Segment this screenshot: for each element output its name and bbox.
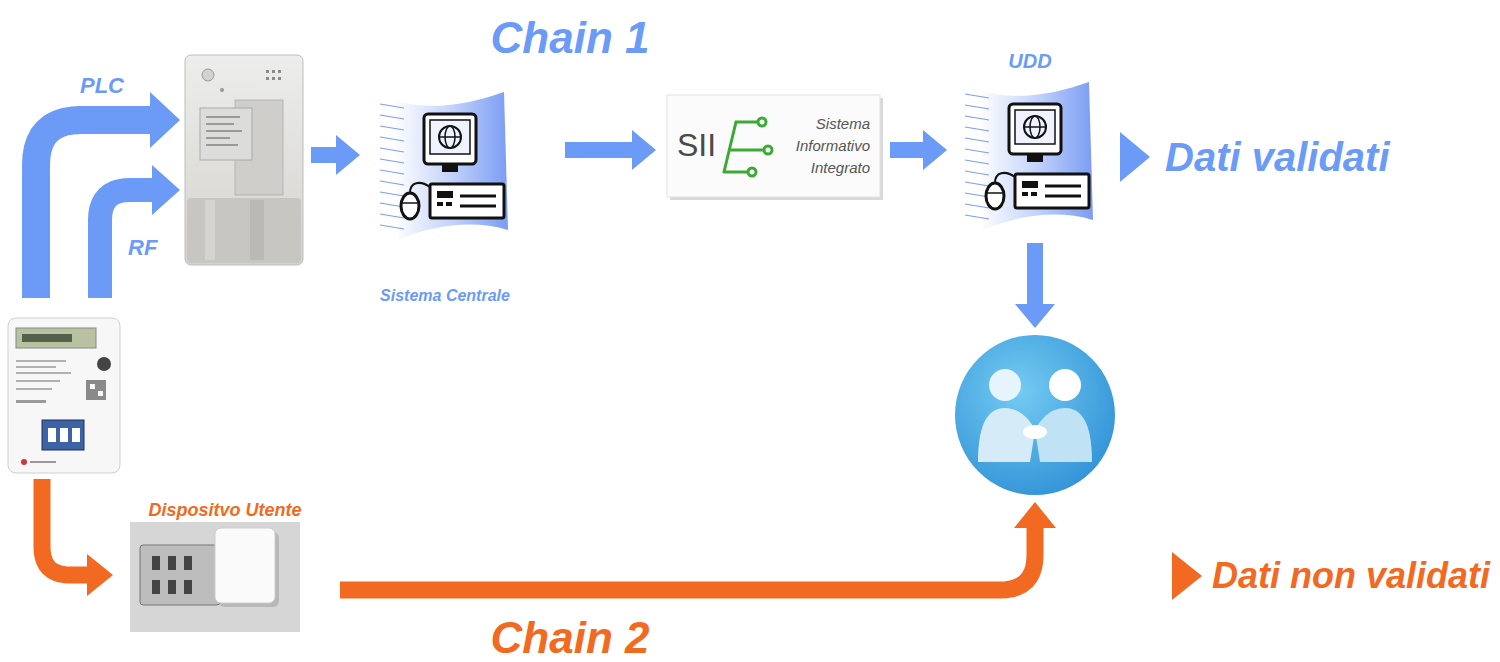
socket-hole — [152, 556, 160, 570]
meter-print — [16, 380, 60, 382]
socket-hole — [184, 580, 192, 594]
meter-button — [97, 357, 111, 371]
handshake-circle — [955, 335, 1115, 495]
socket-plate — [140, 545, 220, 605]
flow-arrow — [311, 147, 337, 163]
node-label: Sistema Centrale — [380, 286, 510, 305]
plate-print — [206, 123, 234, 125]
person-head — [989, 369, 1021, 401]
chain-title: Chain 2 — [491, 616, 650, 660]
connector-group — [36, 120, 1035, 590]
plate-print — [206, 130, 242, 132]
wall — [130, 522, 300, 632]
meter-body — [8, 318, 120, 473]
concentrator-dot — [220, 88, 224, 92]
edge-label: PLC — [80, 74, 124, 98]
udd-system: UDD — [950, 50, 1110, 235]
handshake-picture — [955, 335, 1115, 495]
udd-computer-icon — [965, 82, 1093, 230]
concentrator-bottom — [187, 198, 301, 263]
plug-device — [215, 528, 275, 603]
logo-circuit — [724, 122, 764, 172]
flow-arrow — [565, 142, 633, 158]
socket-slot — [72, 428, 80, 442]
smart-meter — [8, 318, 120, 473]
logo-name: Sistema Informativo Integrato — [796, 113, 870, 178]
concentrator-led — [202, 69, 214, 81]
concentrator-plate — [200, 108, 252, 160]
flow-arrow — [42, 479, 88, 575]
concentrator-vent — [266, 70, 269, 73]
node-label: Dispositvo Utente — [148, 500, 301, 521]
concentrator-vent — [272, 77, 275, 80]
display-segment — [22, 334, 72, 342]
socket-hole — [168, 580, 176, 594]
node-label: UDD — [1008, 50, 1051, 73]
user-device: Dispositvo Utente — [120, 500, 330, 635]
meter-display — [16, 328, 96, 348]
socket-hole — [152, 580, 160, 594]
flow-arrow — [890, 142, 924, 158]
protocol-label: PLC — [80, 74, 124, 98]
flow-arrow — [1027, 243, 1043, 305]
plate-print — [206, 116, 240, 118]
shaking-hands — [1023, 425, 1047, 439]
logo-node — [758, 118, 766, 126]
brand-mark — [30, 461, 56, 463]
edge-label: RF — [128, 236, 157, 260]
sii-logo — [667, 95, 883, 200]
meter-print — [16, 400, 46, 403]
central-computer-icon — [380, 92, 508, 240]
logo-node — [748, 168, 756, 176]
meter-print — [16, 388, 52, 390]
chain-title: Chain 1 — [491, 16, 650, 60]
socket-slot — [60, 428, 68, 442]
chain-title: Chain 1 — [491, 16, 650, 60]
flow-arrow — [340, 527, 1035, 590]
concentrator-band — [205, 200, 215, 260]
meter-print — [16, 366, 56, 368]
concentrator-band — [250, 200, 264, 260]
logo-acronym: SII — [677, 128, 716, 163]
output-label: Dati validati — [1165, 137, 1390, 177]
person-head — [1049, 369, 1081, 401]
output-triangle — [1120, 132, 1150, 182]
chain-title: Chain 2 — [491, 616, 650, 660]
plate-print — [206, 144, 238, 146]
output-label: Dati non validati — [1212, 558, 1490, 594]
meter-qr — [86, 380, 106, 400]
concentrator-vent — [278, 70, 281, 73]
meter-picture — [8, 318, 120, 473]
meter-socket — [42, 420, 84, 450]
meter-print — [16, 372, 71, 374]
socket-hole — [184, 556, 192, 570]
concentrator-vent — [272, 70, 275, 73]
logo-node — [764, 146, 772, 154]
brand-dot — [21, 459, 27, 465]
meter-qr-cell — [90, 384, 95, 389]
concentrator-body — [185, 55, 303, 265]
sii-logo-box: SII Sistema Informativo Integrato — [667, 95, 880, 197]
socket-hole — [168, 556, 176, 570]
protocol-label: RF — [128, 236, 157, 260]
concentrator-device — [185, 55, 303, 265]
output-triangle — [1172, 552, 1202, 600]
socket-slot — [48, 428, 56, 442]
concentrator-vent — [278, 77, 281, 80]
meter-qr-cell — [98, 391, 103, 396]
handshake-circle — [955, 335, 1115, 495]
central-system: Sistema Centrale — [365, 90, 525, 305]
concentrator-vent — [266, 77, 269, 80]
concentrator-picture — [185, 55, 303, 265]
meter-print — [16, 360, 66, 362]
logo-box — [667, 95, 880, 197]
user-device-picture — [130, 522, 300, 632]
plate-print — [206, 137, 230, 139]
output-label: Dati non validati — [1212, 558, 1490, 594]
output-label: Dati validati — [1165, 137, 1390, 177]
